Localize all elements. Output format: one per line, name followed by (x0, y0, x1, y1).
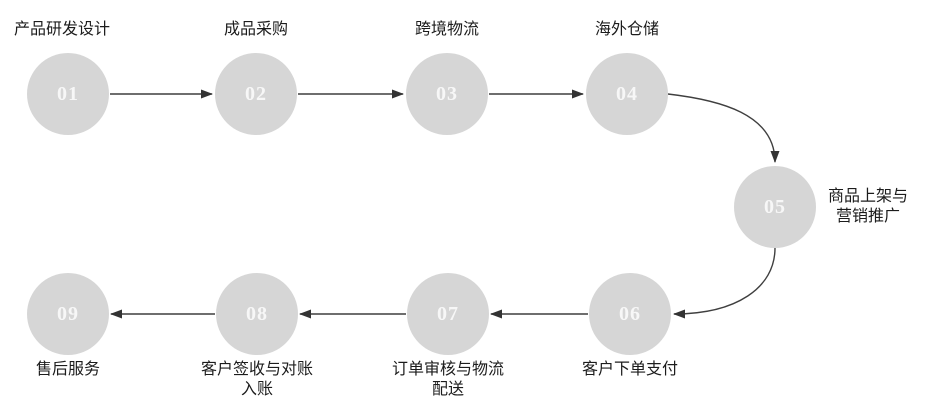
step-circle-01: 01 (27, 53, 109, 135)
flow-step-04: 04 海外仓储 (586, 21, 668, 135)
step-circle-02: 02 (215, 53, 297, 135)
step-label-08: 客户签收与对账 入账 (200, 361, 314, 398)
step-circle-09: 09 (27, 273, 109, 355)
flow-step-03: 03 跨境物流 (406, 21, 488, 135)
step-label-07: 订单审核与物流 配送 (391, 361, 505, 398)
step-circle-05: 05 (734, 166, 816, 248)
step-label-05: 商品上架与 营销推广 (828, 188, 909, 225)
flow-step-08: 08 客户签收与对账 入账 (201, 273, 313, 398)
step-label-01: 产品研发设计 (13, 21, 111, 38)
step-number-01: 01 (57, 82, 79, 105)
step-number-08: 08 (246, 302, 268, 325)
flow-step-02: 02 成品采购 (215, 21, 297, 135)
step-label-06: 客户下单支付 (581, 361, 679, 378)
step-number-05: 05 (764, 195, 786, 218)
step-number-04: 04 (616, 82, 638, 105)
arrow-05-06 (673, 247, 776, 319)
step-circle-06: 06 (589, 273, 671, 355)
step-circle-03: 03 (406, 53, 488, 135)
flow-step-06: 06 客户下单支付 (582, 273, 678, 378)
flow-step-01: 01 产品研发设计 (14, 21, 110, 135)
step-label-09: 售后服务 (35, 361, 101, 378)
step-number-06: 06 (619, 302, 641, 325)
step-circle-07: 07 (407, 273, 489, 355)
step-label-04: 海外仓储 (594, 21, 660, 38)
step-label-02: 成品采购 (223, 21, 289, 38)
step-label-03: 跨境物流 (414, 21, 480, 38)
step-number-09: 09 (57, 302, 79, 325)
flow-step-05: 05 商品上架与 营销推广 (734, 166, 908, 248)
step-circle-08: 08 (216, 273, 298, 355)
flow-step-07: 07 订单审核与物流 配送 (392, 273, 504, 398)
step-number-03: 03 (436, 82, 458, 105)
step-number-02: 02 (245, 82, 267, 105)
step-circle-04: 04 (586, 53, 668, 135)
step-number-07: 07 (437, 302, 459, 325)
arrow-04-05 (667, 93, 780, 163)
flow-step-09: 09 售后服务 (27, 273, 109, 378)
